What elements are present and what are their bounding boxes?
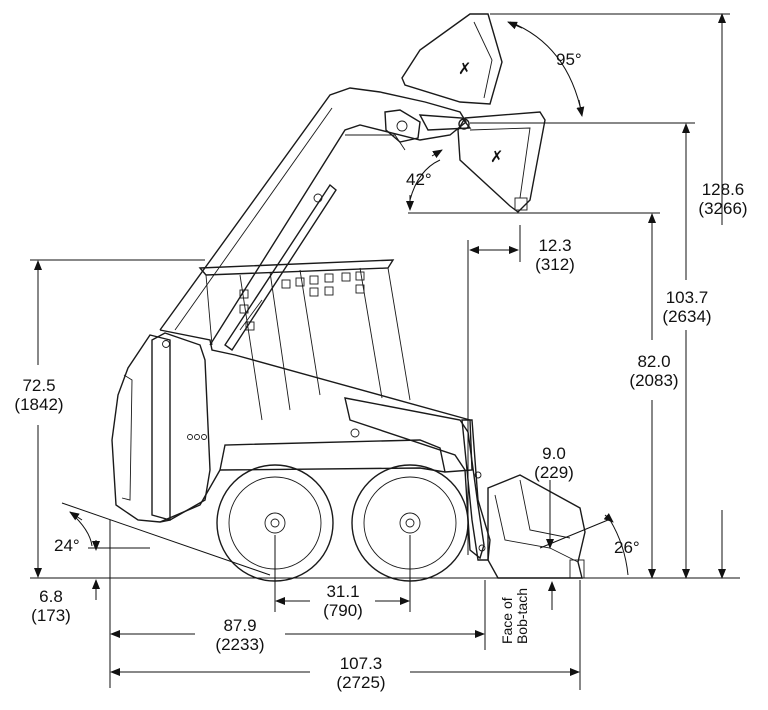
dump-reach-inches: 12.3 <box>538 236 572 255</box>
dump-height-label: 82.0 (2083) <box>621 352 687 390</box>
hinge-pin-height-label: 103.7 (2634) <box>654 288 720 326</box>
wheelbase-mm: (790) <box>323 601 363 620</box>
length-without-bucket-mm: (2233) <box>215 635 265 654</box>
wheelbase-inches: 31.1 <box>326 582 360 601</box>
dump-height-mm: (2083) <box>629 371 679 390</box>
dump-angle-label: 42° <box>406 170 432 189</box>
cab-height-mm: (1842) <box>14 395 64 414</box>
bucket-reach-label: 9.0 (229) <box>526 444 582 482</box>
face-of-bobtach-line2: Bob-tach <box>514 588 530 645</box>
face-of-bobtach-line1: Face of <box>499 597 515 645</box>
ground-bucket <box>487 474 586 579</box>
raised-bucket-rolled-back: ✗ <box>401 13 503 105</box>
ground-clearance-mm: (173) <box>31 606 71 625</box>
length-with-bucket-label: 107.3 (2725) <box>314 654 408 692</box>
length-without-bucket-label: 87.9 (2233) <box>196 616 284 654</box>
bobcat-logo-icon: ✗ <box>490 149 503 166</box>
wheelbase-label: 31.1 (790) <box>310 582 376 620</box>
length-without-bucket-inches: 87.9 <box>223 616 257 635</box>
dump-reach-mm: (312) <box>535 255 575 274</box>
dump-reach-label: 12.3 (312) <box>524 236 586 274</box>
overall-height-mm: (3266) <box>698 199 748 218</box>
departure-angle-label: 24° <box>54 536 80 555</box>
ground-clearance-inches: 6.8 <box>39 587 63 606</box>
loader-body <box>111 259 491 561</box>
hinge-pin-height-inches: 103.7 <box>665 288 709 307</box>
face-of-bobtach-label: Face of Bob-tach <box>499 588 530 645</box>
ground-clearance-label: 6.8 (173) <box>20 587 82 625</box>
overall-height-inches: 128.6 <box>701 180 745 199</box>
overall-height-label: 128.6 (3266) <box>690 180 756 218</box>
dump-height-inches: 82.0 <box>637 352 671 371</box>
lift-arm <box>159 87 472 351</box>
length-with-bucket-mm: (2725) <box>336 673 386 692</box>
bucket-reach-inches: 9.0 <box>542 444 566 463</box>
rollback-angle-ground-label: 26° <box>614 538 640 557</box>
raised-bucket-dumping: ✗ <box>457 111 546 213</box>
hinge-pin-height-mm: (2634) <box>662 307 712 326</box>
bucket-reach-mm: (229) <box>534 463 574 482</box>
rollback-angle-top-label: 95° <box>556 50 582 69</box>
cab-height-inches: 72.5 <box>22 376 56 395</box>
dimension-lines <box>30 13 740 690</box>
cab-height-label: 72.5 (1842) <box>6 376 72 414</box>
length-with-bucket-inches: 107.3 <box>339 654 383 673</box>
bobcat-logo-icon: ✗ <box>458 61 471 78</box>
